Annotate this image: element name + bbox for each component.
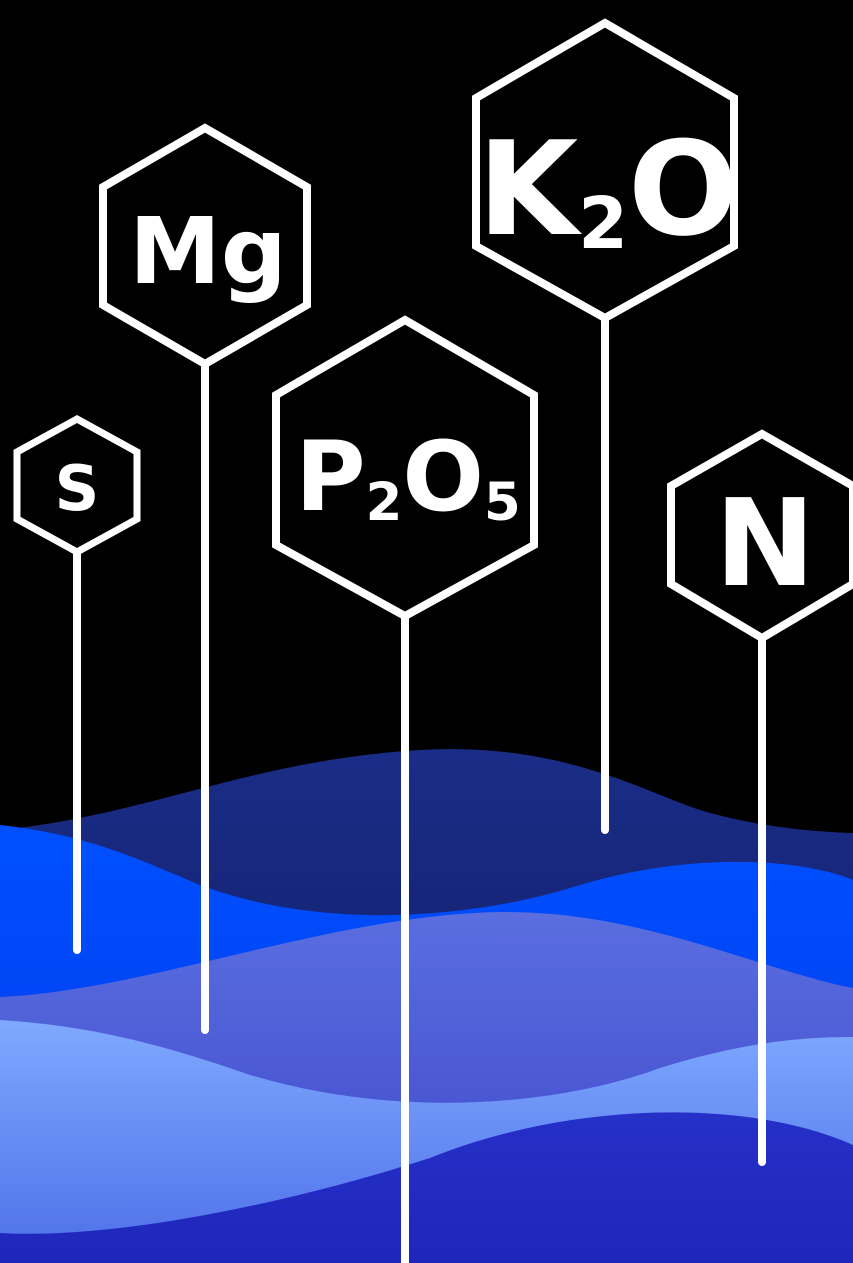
hexagon-p2o5 <box>272 315 538 621</box>
waves <box>0 749 853 1263</box>
hexagon-n <box>667 429 853 643</box>
hexagon-mg <box>99 123 311 369</box>
hexagons <box>13 18 853 643</box>
wave-front <box>0 1112 853 1263</box>
label-n: N <box>715 475 815 614</box>
hexagon-s <box>13 415 141 556</box>
label-k2o: K2O <box>477 113 738 265</box>
label-p2o5: P2O5 <box>295 421 520 533</box>
stems <box>73 314 766 1263</box>
hexagon-k2o <box>472 18 738 323</box>
label-mg: Mg <box>129 198 286 305</box>
label-s: S <box>55 452 100 525</box>
